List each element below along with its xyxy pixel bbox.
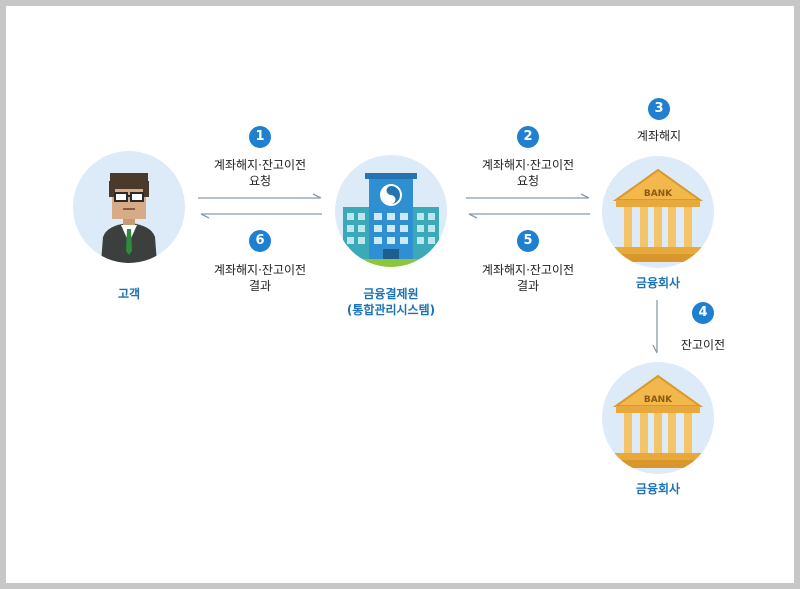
step-5-badge: 5 [517, 230, 539, 252]
step-2-line2: 요청 [516, 174, 540, 188]
customer-label: 고객 [117, 287, 141, 301]
bank1-node: BANK [602, 156, 714, 268]
kftc-node [335, 155, 447, 267]
arrow-bank-to-bank [652, 300, 658, 354]
step-2-text: 계좌해지·잔고이전 요청 [463, 157, 593, 189]
step-6-line2: 결과 [248, 279, 272, 293]
bank1-sign-text: BANK [644, 189, 673, 199]
kftc-label: 금융결제원 (통합관리시스템) [330, 286, 452, 318]
step-6-text: 계좌해지·잔고이전 결과 [195, 262, 325, 294]
step-1-badge: 1 [249, 126, 271, 148]
customer-node [73, 151, 185, 263]
arrow-kftc-to-customer [200, 213, 322, 219]
step-5-line2: 결과 [516, 279, 540, 293]
bank2-label: 금융회사 [635, 482, 681, 496]
step-2-badge: 2 [517, 126, 539, 148]
building-icon [335, 173, 447, 267]
arrow-customer-to-kftc [198, 193, 322, 199]
step-3-badge: 3 [648, 98, 670, 120]
step-3-text: 계좌해지 [636, 129, 682, 143]
step-6-line1: 계좌해지·잔고이전 [213, 263, 307, 277]
step-4-text: 잔고이전 [680, 338, 726, 352]
step-1-line2: 요청 [248, 174, 272, 188]
step-1-text: 계좌해지·잔고이전 요청 [195, 157, 325, 189]
kftc-label-line1: 금융결제원 [363, 287, 419, 301]
bank-building-icon: BANK [610, 374, 706, 468]
step-6-badge: 6 [249, 230, 271, 252]
step-5-line1: 계좌해지·잔고이전 [481, 263, 575, 277]
bank2-node: BANK [602, 362, 714, 474]
arrow-bank-to-kftc [468, 213, 590, 219]
step-5-text: 계좌해지·잔고이전 결과 [463, 262, 593, 294]
step-1-line1: 계좌해지·잔고이전 [213, 158, 307, 172]
bank1-label: 금융회사 [635, 276, 681, 290]
kftc-label-line2: (통합관리시스템) [346, 303, 436, 317]
bank2-sign-text: BANK [644, 395, 673, 405]
step-4-badge: 4 [692, 302, 714, 324]
arrow-kftc-to-bank [466, 193, 590, 199]
step-2-line1: 계좌해지·잔고이전 [481, 158, 575, 172]
bank-building-icon: BANK [610, 168, 706, 262]
businessman-icon [101, 173, 157, 263]
